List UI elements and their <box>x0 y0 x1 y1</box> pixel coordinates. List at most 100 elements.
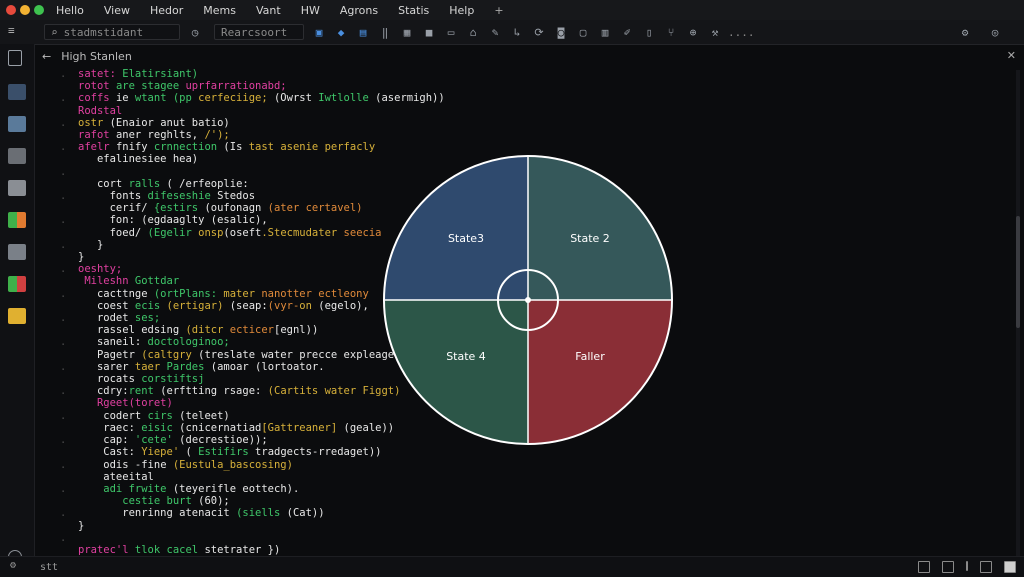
editor-scrollbar[interactable] <box>1016 70 1020 560</box>
sidebar-toggle-icon[interactable]: ≡ <box>8 24 15 37</box>
code-token: Cast: <box>78 446 142 459</box>
menu-item-0[interactable]: Hello <box>56 3 84 17</box>
menu-item-2[interactable]: Hedor <box>150 3 184 17</box>
menu-item-3[interactable]: Mems <box>203 3 236 17</box>
code-token: (caltgry <box>141 348 199 361</box>
status-gear-icon[interactable]: ⚙ <box>10 560 17 571</box>
code-line: rotot are stagee uprfarrationabd; <box>60 80 460 92</box>
code-token: (Eustula_bascosing) <box>172 458 293 471</box>
code-token: {estirs <box>153 202 205 215</box>
terminal-icon[interactable]: ▢ <box>579 25 587 39</box>
layout-panel-icon[interactable] <box>980 561 992 573</box>
menu-item-6[interactable]: Agrons <box>339 3 379 17</box>
code-token: } <box>78 251 85 264</box>
code-token: (decrestioe)); <box>179 434 268 447</box>
split-icon[interactable]: ‖ <box>381 25 389 39</box>
layout-icon[interactable]: ▭ <box>447 25 455 39</box>
step-icon[interactable]: ↳ <box>513 25 521 39</box>
code-line: . codert cirs (teleet) <box>60 410 460 422</box>
column-icon[interactable]: ▥ <box>601 25 609 39</box>
close-icon[interactable]: ✕ <box>1006 49 1016 62</box>
build-icon[interactable]: ▣ <box>315 25 323 39</box>
run-config-select[interactable]: Rearcsoort <box>214 24 304 40</box>
edit-icon[interactable]: ✐ <box>623 25 631 39</box>
code-token: cort <box>78 177 129 190</box>
quadrant-state2 <box>528 156 672 300</box>
stop-icon[interactable]: ■ <box>425 25 433 39</box>
code-token: uprfarrationabd; <box>185 80 287 93</box>
code-token: ectleony <box>318 287 369 300</box>
code-token: adi <box>78 482 129 495</box>
code-token: onsp <box>198 226 224 239</box>
toolbar: ≡ ⌕ stadmstidant ◷ Rearcsoort ▣ ◆ ▤ ‖ ▦ … <box>0 20 1024 45</box>
maximize-window-button[interactable] <box>34 5 44 15</box>
editor-header: ← High Stanlen ✕ <box>36 46 1024 66</box>
code-line: rassel edsing (ditcr ecticer[egnl)) <box>60 324 460 336</box>
close-window-button[interactable] <box>6 5 16 15</box>
search-input[interactable]: ⌕ stadmstidant <box>44 24 180 40</box>
explorer-icon[interactable] <box>8 50 22 66</box>
code-line: pratec'l tlok cacel stetrater }) <box>60 544 460 556</box>
account-icon[interactable]: ◎ <box>991 25 999 39</box>
code-token: Stedos <box>217 190 256 203</box>
code-token: sarer <box>78 360 135 373</box>
code-editor[interactable]: .satet: Elatirsiant)rotot are stagee upr… <box>60 68 460 568</box>
fullscreen-icon[interactable] <box>1004 561 1016 573</box>
code-token: Estifirs <box>198 446 256 459</box>
split-panel-icon[interactable] <box>942 561 954 573</box>
settings-icon[interactable]: ⚙ <box>961 25 969 39</box>
code-token: rotot <box>78 80 116 93</box>
code-line: . <box>60 166 460 178</box>
editor-tab-title[interactable]: High Stanlen <box>61 49 132 63</box>
code-token: (esalic), <box>210 214 268 227</box>
bookmark-icon[interactable]: ⌂ <box>469 25 477 39</box>
branch-icon[interactable]: ⑂ <box>667 25 675 39</box>
code-token: (egdaaglty <box>141 214 211 227</box>
code-token: Gottdar <box>134 275 180 288</box>
minimize-window-button[interactable] <box>20 5 30 15</box>
code-line: . cacttnge (ortPlans: mater nanotter ect… <box>60 288 460 300</box>
grid-icon[interactable]: ▦ <box>403 25 411 39</box>
menu-add-icon[interactable]: + <box>494 3 504 17</box>
scrollbar-thumb[interactable] <box>1016 216 1020 328</box>
panel-toggle-icon[interactable] <box>918 561 930 573</box>
refresh-icon[interactable]: ⟳ <box>534 25 544 39</box>
menu-item-1[interactable]: View <box>103 3 130 17</box>
database-icon[interactable] <box>8 244 26 260</box>
code-line: Rgeet(toret) <box>60 397 460 409</box>
code-token: (Cartits <box>267 385 325 398</box>
camera-icon[interactable]: ◙ <box>557 25 565 39</box>
code-line: . } <box>60 239 460 251</box>
commit-icon[interactable]: ⊕ <box>689 25 697 39</box>
menu-item-5[interactable]: HW <box>300 3 320 17</box>
line-number: . <box>60 165 67 178</box>
remote-icon[interactable] <box>8 276 26 292</box>
code-line: foed/ (Egelir onsp(oseft.Stecmudater see… <box>60 227 460 239</box>
code-token: ( <box>185 446 199 459</box>
code-line: .satet: Elatirsiant) <box>60 68 460 80</box>
search-panel-icon[interactable] <box>8 84 26 100</box>
debug-icon[interactable]: ◆ <box>337 25 345 39</box>
code-token: Rgeet(toret) <box>78 397 173 410</box>
timer-icon[interactable]: ◷ <box>191 25 199 39</box>
quadrant-state4 <box>384 300 528 444</box>
back-arrow-icon[interactable]: ← <box>42 49 52 63</box>
deploy-icon[interactable]: ▤ <box>359 25 367 39</box>
doc-icon[interactable]: ▯ <box>645 25 653 39</box>
source-control-icon[interactable] <box>8 116 26 132</box>
title-bar: Hello View Hedor Mems Vant HW Agrons Statis Help… <box>0 0 1024 20</box>
code-token: ecis <box>134 299 167 312</box>
chart-panel-icon[interactable] <box>8 212 26 228</box>
extensions-icon[interactable] <box>8 180 26 196</box>
pen-icon[interactable]: ✎ <box>491 25 499 39</box>
menu-item-4[interactable]: Vant <box>256 3 281 17</box>
debug-panel-icon[interactable] <box>8 148 26 164</box>
code-token: (treslate <box>198 348 262 361</box>
code-token: precce <box>299 348 344 361</box>
menu-item-8[interactable]: Help <box>449 3 475 17</box>
notifications-icon[interactable] <box>966 561 968 571</box>
package-icon[interactable] <box>8 308 26 324</box>
menu-item-7[interactable]: Statis <box>398 3 430 17</box>
tools-icon[interactable]: ⚒ <box>711 25 719 39</box>
code-line: . adi frwite (teyerifle eottech). <box>60 483 460 495</box>
